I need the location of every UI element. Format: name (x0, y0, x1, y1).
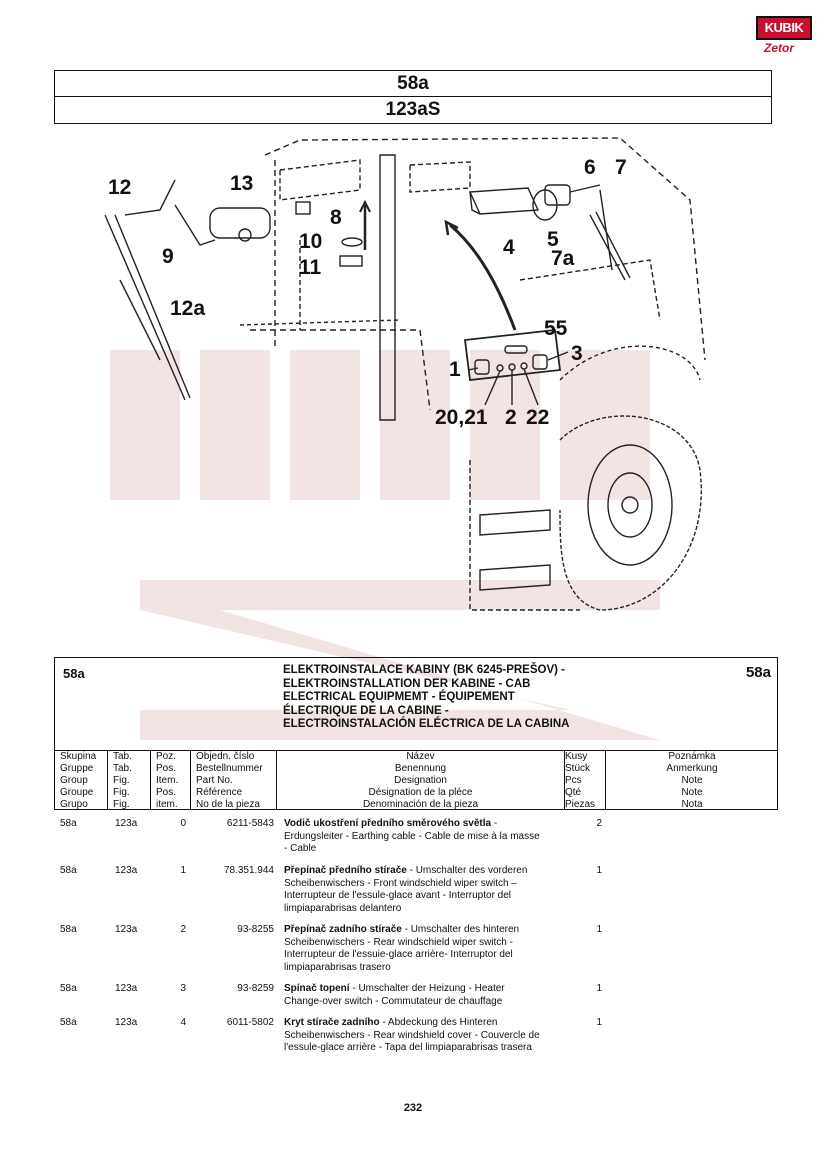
page-title-figure: 123aS (55, 96, 771, 122)
callout-8: 8 (330, 206, 342, 229)
section-title: ELEKTROINSTALACE KABINY (BK 6245-PREŠOV)… (283, 664, 570, 730)
section-header: 58a ELEKTROINSTALACE KABINY (BK 6245-PRE… (55, 658, 777, 751)
callout-6: 6 (584, 156, 596, 179)
callout-2: 2 (505, 406, 517, 429)
logo-zetor-text: Zetor (764, 41, 794, 55)
section-code-left: 58a (63, 666, 85, 681)
page-title-box: 58a 123aS (54, 70, 772, 124)
callout-13: 13 (230, 172, 254, 195)
cab-electrical-diagram (104, 137, 706, 611)
callout-11: 11 (299, 256, 322, 279)
callout-12: 12 (108, 176, 132, 199)
section-code-right: 58a (745, 664, 771, 681)
column-pos: Poz.Pos.Item.Pos.item. (151, 750, 191, 810)
page-title-group: 58a (397, 73, 429, 94)
callout-9: 9 (162, 245, 174, 268)
column-tab: Tab.Tab.Fig.Fig.Fig. (108, 750, 151, 810)
callout-10: 10 (299, 230, 323, 253)
callout-12a: 12a (170, 297, 206, 320)
callout-5: 5 (547, 228, 559, 251)
callout-22: 22 (526, 406, 550, 429)
callout-55: 55 (544, 317, 568, 340)
callout-3: 3 (571, 342, 583, 365)
callout-7a: 7a (551, 247, 575, 270)
callout-4: 4 (503, 236, 515, 259)
parts-table-header: 58a ELEKTROINSTALACE KABINY (BK 6245-PRE… (54, 657, 778, 810)
callout-7: 7 (615, 156, 627, 179)
kubik-zetor-logo: KUBIK Zetor (756, 16, 812, 60)
callout-1: 1 (449, 358, 461, 381)
page-number: 232 (403, 1102, 423, 1114)
callout-20-21: 20,21 (435, 406, 488, 429)
logo-kubik-text: KUBIK (756, 16, 812, 40)
